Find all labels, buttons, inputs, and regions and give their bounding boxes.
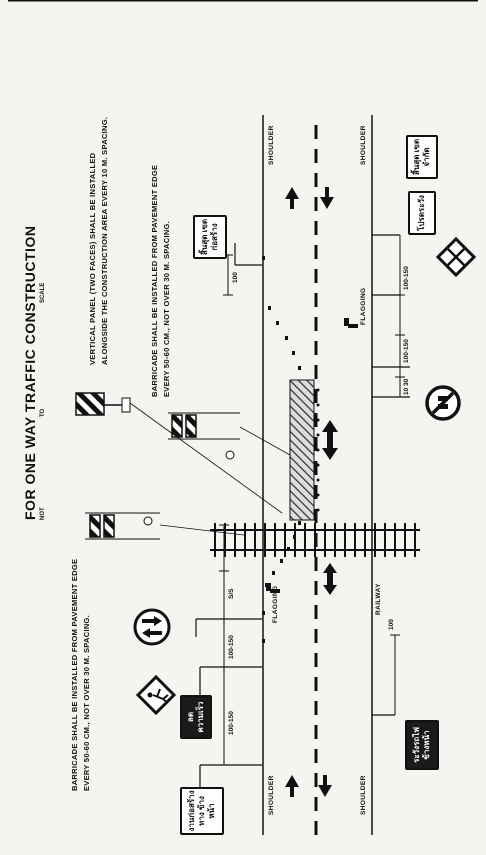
dimension-line-top bbox=[219, 254, 233, 766]
sign-railway-ahead: ระวังรถไฟ ข้างหน้า bbox=[405, 720, 439, 770]
sign-slow-down: ลดความเร็ว bbox=[180, 695, 212, 739]
dim-top-d: 100 bbox=[232, 272, 239, 283]
dim-bottom-a: 100 bbox=[388, 619, 395, 630]
barricade-right bbox=[168, 412, 240, 460]
note-barricade-left-line2: EVERY 50-60 CM., NOT OVER 30 M. SPACING. bbox=[82, 614, 91, 791]
railway-warning-sign-icon bbox=[435, 236, 477, 278]
sign-posts-bottom bbox=[372, 234, 410, 716]
label-flagging-top: FLAGGING bbox=[272, 585, 279, 623]
barricade-left bbox=[85, 512, 160, 540]
label-flagging-bottom: FLAGGING bbox=[360, 287, 367, 325]
flagger-bottom-icon bbox=[344, 318, 358, 328]
arrow-both-left bbox=[323, 563, 337, 595]
dim-bottom-d: 100-150 bbox=[403, 266, 410, 290]
label-shoulder-top-left: SHOULDER bbox=[268, 775, 275, 815]
vertical-panel bbox=[75, 392, 131, 416]
no-overtaking-sign-icon bbox=[425, 385, 461, 421]
sign-use-caution: โปรดระวัง bbox=[408, 191, 436, 235]
title-not: NOT bbox=[40, 507, 46, 520]
note-barricade-right-line2: EVERY 50-60 CM., NOT OVER 30 M. SPACING. bbox=[162, 220, 171, 397]
arrow-down-bottom-left bbox=[318, 775, 332, 797]
label-shoulder-top-right: SHOULDER bbox=[268, 125, 275, 165]
railway-crossing bbox=[210, 523, 420, 557]
dim-top-c: S/S bbox=[228, 588, 235, 599]
arrow-down-right bbox=[320, 187, 334, 209]
men-at-work-sign-icon bbox=[135, 674, 177, 716]
sign-speed-limit-end: สิ้นสุด เขตจำกัด bbox=[406, 135, 438, 179]
label-railway: RAILWAY bbox=[375, 583, 382, 615]
two-way-traffic-sign-icon bbox=[133, 608, 171, 646]
note-vertical-panel-line1: VERTICAL PANEL (TWO FACES) SHALL BE INST… bbox=[88, 152, 97, 365]
flagger-top-icon bbox=[266, 583, 280, 593]
leader-lines bbox=[129, 402, 291, 536]
taper-devices bbox=[262, 256, 301, 643]
work-zone-hatched bbox=[289, 379, 315, 521]
title-scale: SCALE bbox=[40, 282, 46, 303]
dim-bottom-c: 100-150 bbox=[403, 339, 410, 363]
dim-bottom-b: 10 30 bbox=[403, 378, 410, 395]
dim-top-a: 100-150 bbox=[228, 711, 235, 735]
note-barricade-right-line1: BARRICADE SHALL BE INSTALLED FROM PAVEME… bbox=[150, 164, 159, 397]
note-barricade-left-line1: BARRICADE SHALL BE INSTALLED FROM PAVEME… bbox=[70, 558, 79, 791]
arrow-up-right bbox=[285, 187, 299, 209]
dim-top-b: 100-150 bbox=[228, 635, 235, 659]
sign-construction-ahead: งานก่อสร้างทาง ข้างหน้า bbox=[180, 787, 224, 835]
sign-construction-end: สิ้นสุด เขตก่อสร้าง bbox=[193, 215, 227, 259]
vertical-panels-row bbox=[316, 388, 320, 512]
drawing-title: FOR ONE WAY TRAFFIC CONSTRUCTION bbox=[22, 225, 38, 520]
label-shoulder-bottom-right: SHOULDER bbox=[360, 125, 367, 165]
arrow-up-bottom-left bbox=[285, 775, 299, 797]
note-vertical-panel-line2: ALONGSIDE THE CONSTRUCTION AREA EVERY 10… bbox=[100, 116, 109, 365]
label-shoulder-bottom-left: SHOULDER bbox=[360, 775, 367, 815]
dimension-line-bottom bbox=[390, 235, 405, 715]
title-to: TO bbox=[40, 408, 46, 417]
arrow-both-center bbox=[322, 420, 338, 460]
